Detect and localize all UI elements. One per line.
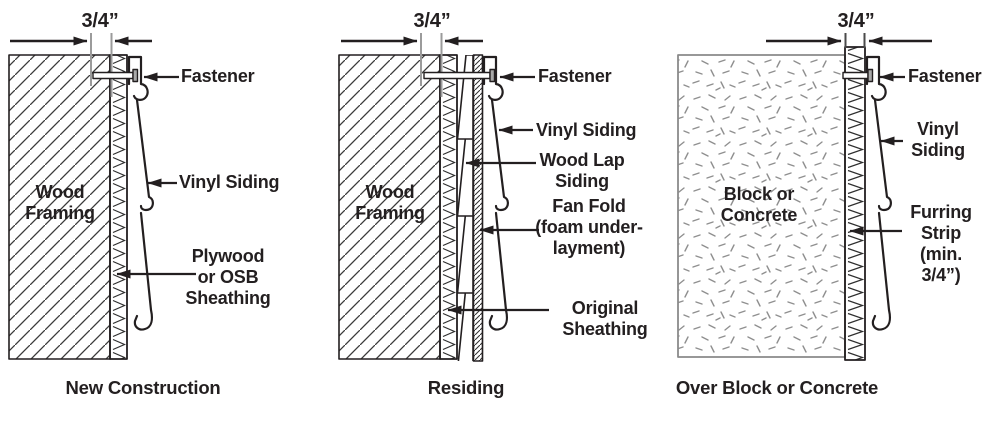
vinyl-siding-profile	[482, 55, 509, 331]
vinyl-siding-label: Vinyl Siding	[179, 172, 280, 192]
fan-fold-label: Fan Fold (foam under- layment)	[535, 196, 643, 258]
panel-over-block-or-concrete	[677, 33, 932, 361]
wood-framing-block	[338, 54, 441, 360]
original-sheathing-strip	[439, 54, 458, 360]
panel-residing	[338, 33, 549, 362]
wall-label: Wood Framing	[355, 182, 425, 223]
panel-caption: Residing	[427, 377, 505, 398]
wall-label: Wood Framing	[25, 182, 95, 223]
original-sheathing-label: Original Sheathing	[562, 298, 648, 339]
furring-strip	[844, 46, 866, 361]
panel-caption: New Construction	[65, 377, 221, 398]
fan-fold-strip	[472, 54, 484, 362]
panel-caption: Over Block or Concrete	[675, 377, 879, 398]
sheathing-strip	[109, 54, 128, 360]
fastener-label: Fastener	[908, 66, 982, 86]
furring-strip-label: Furring Strip (min. 3/4”)	[910, 202, 972, 285]
dimension-label: 3/4”	[837, 10, 875, 32]
sheathing-label: Plywood or OSB Sheathing	[185, 246, 271, 308]
wood-lap-siding-label: Wood Lap Siding	[539, 150, 625, 191]
dimension-label: 3/4”	[413, 10, 451, 32]
fastener-label: Fastener	[538, 66, 612, 86]
vinyl-siding-profile	[127, 55, 154, 331]
wall-label: Block or Concrete	[720, 184, 798, 225]
dimension-label: 3/4”	[81, 10, 119, 32]
fastener-label: Fastener	[181, 66, 255, 86]
panel-new-construction	[8, 33, 196, 360]
vinyl-siding-profile	[865, 55, 892, 331]
fastener-nail	[842, 68, 874, 83]
wood-framing-block	[8, 54, 111, 360]
vinyl-siding-label: Vinyl Siding	[536, 120, 637, 140]
block-or-concrete-wall	[677, 54, 846, 358]
wood-lap-siding-boards	[456, 55, 474, 361]
vinyl-siding-label: Vinyl Siding	[911, 119, 965, 160]
fastener-nail	[423, 68, 496, 83]
fastener-nail	[92, 68, 139, 83]
